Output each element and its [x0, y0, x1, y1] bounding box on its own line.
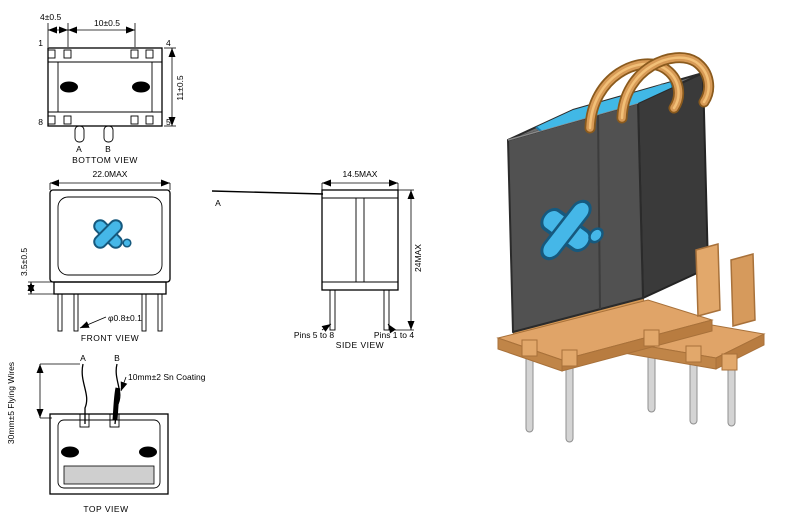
mounting-hole	[139, 446, 157, 458]
dimension-height-11: 11±0.5	[164, 47, 185, 127]
wire-a-label: A	[215, 198, 221, 208]
dimension-row-span: 10±0.5	[68, 18, 136, 47]
flying-wire-a	[81, 363, 88, 424]
dimension-height-24: 24MAX	[390, 189, 423, 331]
x-logo	[93, 219, 132, 249]
pin-number-4: 4	[166, 38, 171, 48]
coating-label: 10mm±2 Sn Coating	[128, 372, 206, 382]
pin-header	[721, 353, 738, 371]
pin-header	[685, 345, 702, 363]
pin	[57, 293, 63, 332]
mounting-hole	[60, 81, 78, 93]
pin-pad	[145, 49, 154, 59]
front-view: 22.0MAX 3.5±0.5 φ0.8±0.	[19, 169, 171, 343]
bobbin-bottom-outline	[47, 47, 163, 143]
bottom-view: 4±0.5 10±0.5	[38, 12, 185, 165]
wire-a-label: A	[76, 144, 82, 154]
mounting-hole	[61, 446, 79, 458]
pin-pad	[47, 49, 56, 59]
core-seam	[597, 113, 601, 310]
wire-length-label: 30mm±5 Flying Wires	[6, 362, 16, 444]
pin-pad	[130, 49, 139, 59]
bobbin-top-outline	[49, 413, 169, 495]
pin-number-8: 8	[38, 117, 43, 127]
dim-label: φ0.8±0.1	[108, 313, 142, 323]
dimension-width-22: 22.0MAX	[49, 169, 171, 190]
core-body	[507, 72, 709, 333]
top-view-caption: TOP VIEW	[83, 504, 128, 514]
pin-pad	[63, 115, 72, 125]
dim-label: 10±0.5	[94, 18, 120, 28]
pin	[525, 351, 534, 433]
mounting-hole	[132, 81, 150, 93]
pins-back-label: Pins 5 to 8	[294, 330, 334, 340]
dim-label: 22.0MAX	[93, 169, 128, 179]
dim-label: 11±0.5	[175, 75, 185, 101]
dimension-depth: 14.5MAX	[321, 169, 399, 190]
pin-header	[521, 339, 538, 357]
top-view: A B 10mm±2 Sn Coating 30mm±5 Flying Wire…	[6, 353, 206, 514]
pin-header	[561, 349, 578, 367]
pin-number-1: 1	[38, 38, 43, 48]
core-top-band	[63, 465, 155, 485]
pin	[565, 361, 574, 443]
front-view-caption: FRONT VIEW	[81, 333, 139, 343]
pin	[329, 289, 336, 331]
core-front-outline	[49, 189, 171, 332]
wire-b-label: B	[114, 353, 120, 363]
dim-label: 14.5MAX	[343, 169, 378, 179]
pin-header-tab	[730, 253, 756, 327]
wire-b-label: B	[105, 144, 111, 154]
base-plate-edge	[561, 319, 713, 372]
pin-pad	[145, 115, 154, 125]
pin	[727, 363, 736, 427]
pin	[689, 355, 698, 425]
dimension-pin-pitch: 4±0.5	[40, 12, 69, 47]
base-plates	[496, 299, 766, 372]
dim-label: 4±0.5	[40, 12, 61, 22]
side-view-caption: SIDE VIEW	[336, 340, 384, 350]
pin	[141, 293, 147, 332]
pin	[383, 289, 390, 331]
pin-pad	[47, 115, 56, 125]
pins-callouts: Pins 5 to 8 Pins 1 to 4	[294, 323, 414, 340]
logo-dot	[588, 227, 604, 244]
terminal-a	[74, 125, 85, 143]
pin-pad	[63, 49, 72, 59]
flying-wire	[211, 190, 324, 195]
wire-length-dimension: 30mm±5 Flying Wires	[6, 362, 80, 444]
pin-header	[643, 329, 660, 347]
core-side-outline	[321, 189, 399, 331]
terminal-b	[103, 125, 114, 143]
x-logo-3d	[540, 199, 604, 261]
wire-a-label: A	[80, 353, 86, 363]
dimension-pin-diameter: φ0.8±0.1	[79, 313, 142, 329]
dim-label: 3.5±0.5	[19, 248, 29, 277]
pin-number-5: 5	[166, 117, 171, 127]
terminal-a	[79, 413, 90, 428]
dim-label: 24MAX	[413, 244, 423, 272]
pin-header-tab	[695, 243, 721, 317]
bobbin-flange	[53, 281, 167, 295]
transformer-3d-render	[496, 52, 766, 443]
pins-front-label: Pins 1 to 4	[374, 330, 414, 340]
sn-coated-section	[112, 387, 121, 421]
pin	[157, 293, 163, 332]
side-view: A 14.5MAX 24MAX Pins 5 to 8 Pins 1 to 4	[211, 169, 423, 350]
pin	[73, 293, 79, 332]
coating-callout: 10mm±2 Sn Coating	[120, 372, 206, 392]
dimension-standoff: 3.5±0.5	[19, 248, 54, 295]
copper-tubes	[584, 52, 715, 134]
logo-dot	[122, 238, 132, 248]
bottom-view-caption: BOTTOM VIEW	[72, 155, 138, 165]
pin-pad	[130, 115, 139, 125]
terminal-b	[109, 413, 120, 428]
